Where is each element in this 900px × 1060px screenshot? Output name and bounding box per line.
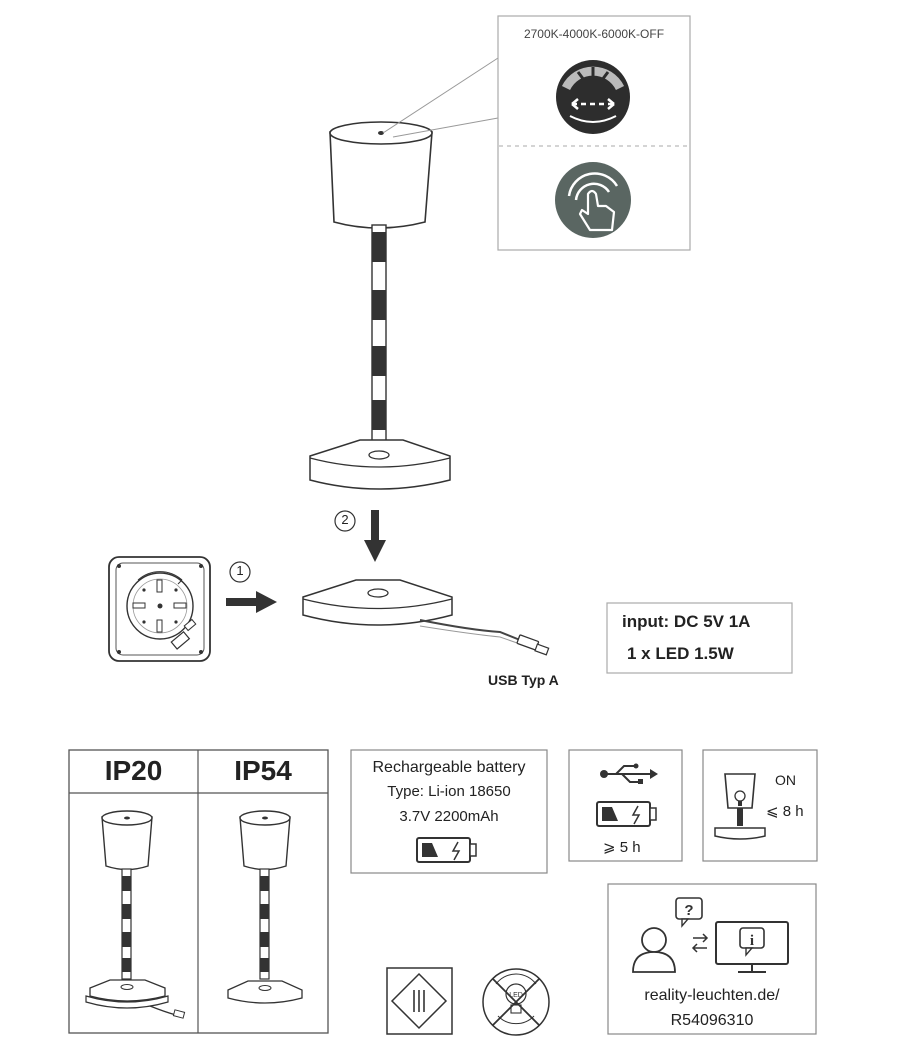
- base-underside-illustration: [108, 556, 211, 662]
- support-url: reality-leuchten.de/: [644, 987, 780, 1004]
- spec-led-text: 1 x LED 1.5W: [627, 644, 734, 663]
- dimmer-ring-icon: [556, 60, 630, 134]
- svg-text:?: ?: [684, 902, 693, 919]
- step1-arrow: [226, 561, 277, 613]
- svg-text:LED: LED: [509, 992, 523, 999]
- usb-type-label: USB Typ A: [488, 672, 559, 688]
- runtime-hours: ⩽ 8 h: [766, 803, 804, 820]
- charging-base-illustration: [302, 579, 550, 656]
- step-2-number: 2: [341, 512, 349, 527]
- battery-charge-icon-small: [596, 801, 657, 827]
- battery-type: Type: Li-ion 18650: [387, 783, 511, 800]
- ip20-label: IP20: [104, 755, 163, 786]
- ip54-lamp-illustration: [227, 810, 303, 1004]
- touch-icon: [555, 162, 631, 238]
- step-1-number: 1: [236, 563, 244, 578]
- led-not-replaceable-icon: LED: [482, 968, 550, 1036]
- usb-symbol-icon: [600, 763, 658, 784]
- protection-class-iii-icon: [386, 967, 453, 1035]
- svg-text:i: i: [750, 933, 754, 949]
- battery-title: Rechargeable battery: [372, 759, 526, 776]
- ip54-label: IP54: [234, 755, 292, 786]
- battery-capacity: 3.7V 2200mAh: [399, 808, 499, 825]
- step2-arrow: [334, 510, 386, 562]
- user-support-icon: ? i: [632, 897, 789, 973]
- battery-charge-icon: [416, 837, 477, 863]
- runtime-panel: [702, 749, 818, 862]
- callout-lines: [382, 57, 499, 138]
- charge-time-text: ⩾ 5 h: [603, 839, 641, 856]
- main-lamp-illustration: [309, 121, 451, 490]
- lamp-on-icon: [714, 773, 766, 840]
- ip20-lamp-illustration: [85, 810, 186, 1019]
- spec-input-text: input: DC 5V 1A: [622, 612, 751, 631]
- spec-box: [606, 602, 793, 674]
- color-temperature-label: 2700K-4000K-6000K-OFF: [523, 27, 665, 41]
- runtime-on-label: ON: [775, 772, 796, 788]
- support-code: R54096310: [670, 1012, 754, 1029]
